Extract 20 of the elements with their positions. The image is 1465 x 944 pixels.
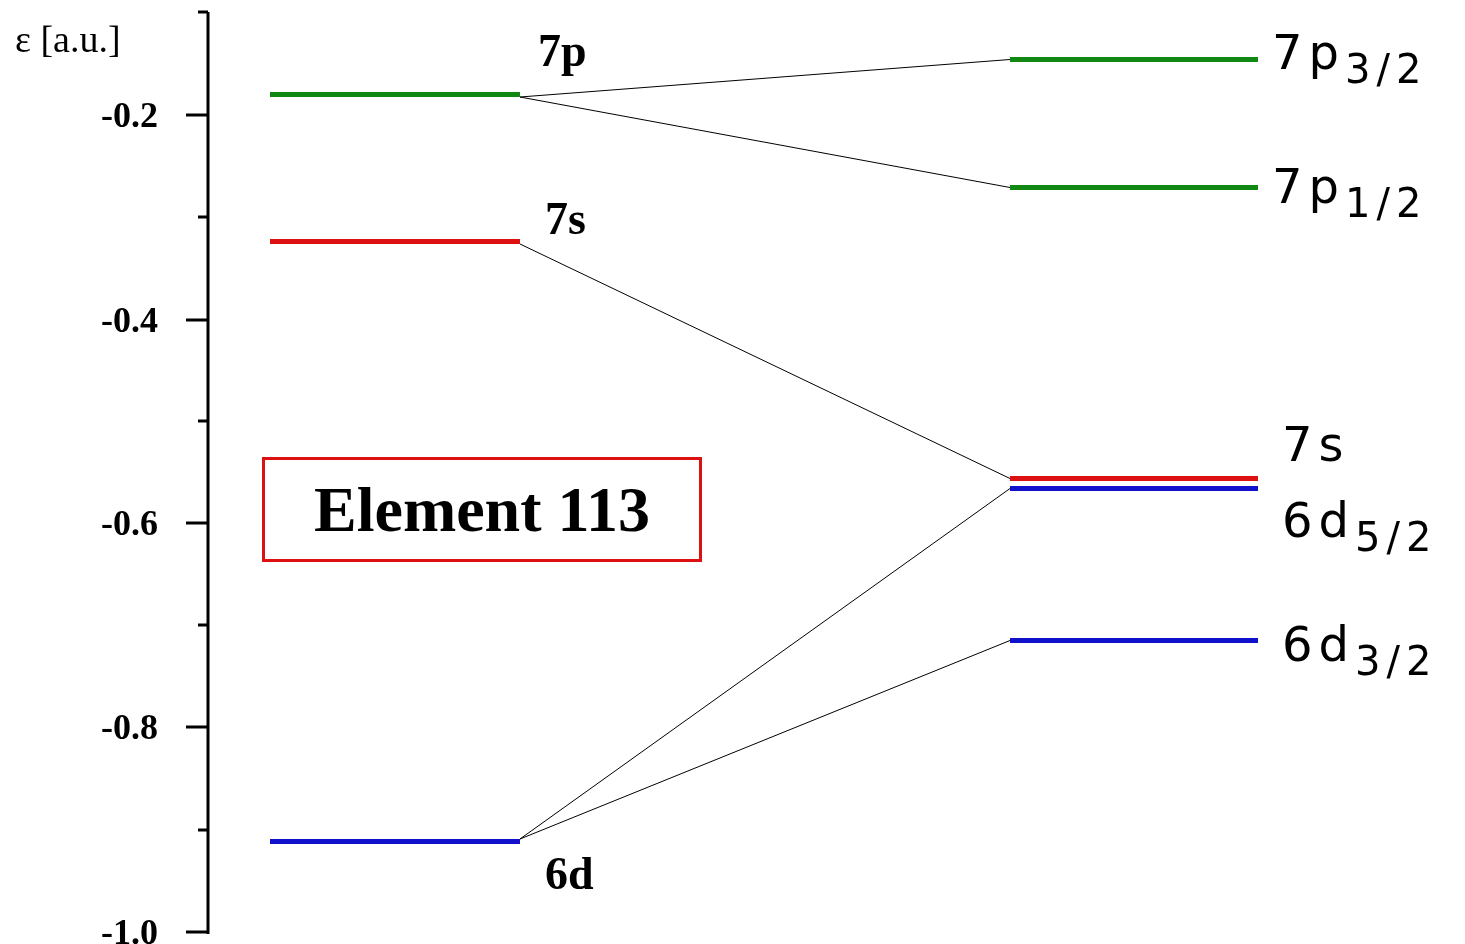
axis-tick-label: -0.2 [100,97,158,133]
axis-tick-label: -0.6 [100,505,158,541]
correlation-line [519,96,1011,188]
level-label: 7p [538,28,587,74]
correlation-line [519,59,1011,98]
axis-tick-label: -0.8 [100,709,158,745]
correlation-line [519,488,1011,840]
level-label: 6d$_{3/2}$ [1282,620,1438,681]
correlation-line [519,243,1011,479]
level-label: 7s [1282,420,1350,468]
axis-tick-label: -0.4 [100,302,158,338]
level-label: 6d$_{5/2}$ [1282,496,1438,557]
level-label: 7p$_{3/2}$ [1272,28,1428,89]
level-label: 7s [545,196,586,242]
axis-title: ε [a.u.] [15,20,121,58]
level-label: 7p$_{1/2}$ [1272,162,1428,223]
title-box: Element 113 [262,457,702,562]
axis-tick-label: -1.0 [100,914,158,944]
level-label: 6d [545,851,594,897]
correlation-line [519,640,1011,840]
